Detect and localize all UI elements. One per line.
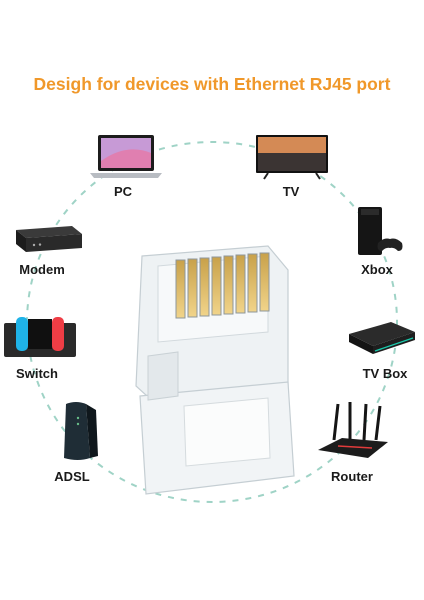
device-label-pc: PC: [113, 184, 133, 199]
console-icon: [358, 207, 403, 255]
wifi-router-icon: [318, 402, 388, 458]
device-label-router: Router: [331, 469, 373, 484]
modem-icon: [16, 226, 82, 252]
tv-icon: [256, 135, 328, 180]
device-label-xbox: Xbox: [361, 262, 393, 277]
laptop-icon: [90, 135, 162, 178]
rj45-connector-icon: [135, 245, 295, 495]
device-label-adsl: ADSL: [54, 469, 90, 484]
adsl-router-icon: [64, 402, 98, 460]
tv-box-icon: [349, 322, 415, 354]
device-label-switch: Switch: [16, 366, 58, 381]
handheld-console-icon: [4, 317, 76, 357]
page-headline: Desigh for devices with Ethernet RJ45 po…: [33, 74, 391, 94]
device-label-tv: TV: [282, 184, 300, 199]
device-label-modem: Modem: [19, 262, 65, 277]
device-label-tv-box: TV Box: [362, 366, 408, 381]
